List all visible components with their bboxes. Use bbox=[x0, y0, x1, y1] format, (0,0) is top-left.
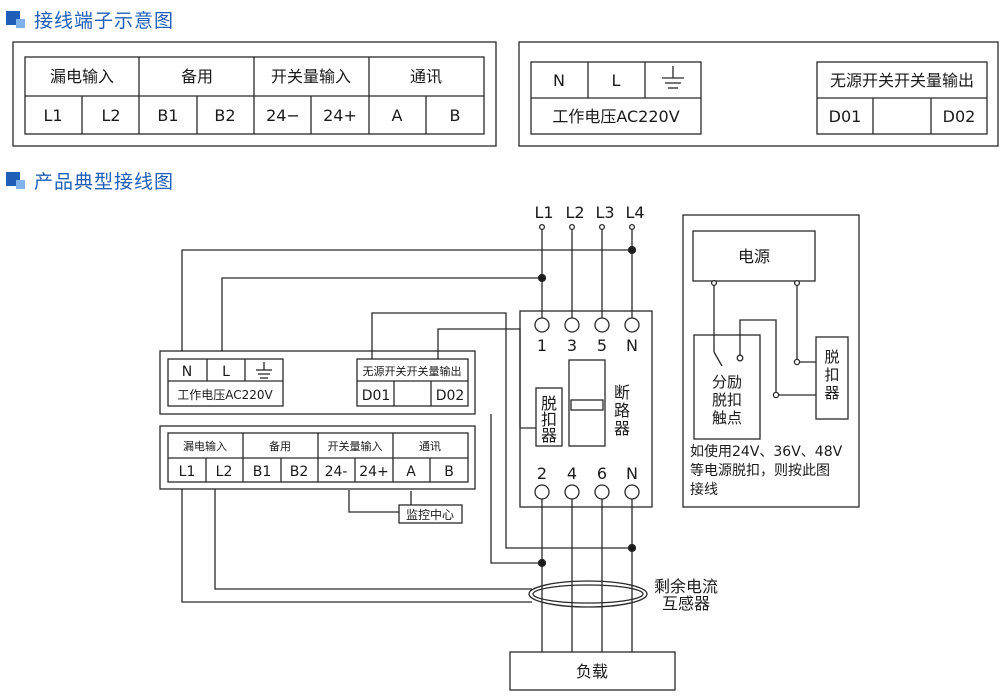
breaker-terminals bbox=[534, 317, 640, 500]
ground-icon bbox=[662, 66, 684, 89]
device-input-cell: L1 bbox=[179, 464, 196, 480]
side-note-line: 如使用24V、36V、48V bbox=[690, 443, 843, 460]
section-title: 产品典型接线图 bbox=[34, 170, 175, 193]
load-box bbox=[509, 651, 676, 691]
breaker-terminal-label: 2 bbox=[537, 464, 547, 483]
power-cell: L bbox=[612, 71, 621, 90]
line-label: L1 bbox=[534, 203, 553, 222]
terminal-frame bbox=[12, 41, 497, 147]
device-output-cell: D02 bbox=[436, 388, 465, 404]
line-terminal-dots bbox=[538, 223, 636, 231]
device-output-cell: D01 bbox=[362, 388, 391, 404]
output-table bbox=[816, 61, 988, 135]
section-header-wiring: 产品典型接线图 bbox=[6, 167, 174, 193]
device-power-cell: N bbox=[182, 364, 192, 380]
side-power-label: 电源 bbox=[738, 247, 770, 266]
terminal-table bbox=[24, 56, 485, 135]
breaker-terminal-label: 5 bbox=[597, 336, 607, 355]
terminal-cell: L1 bbox=[43, 106, 62, 125]
device-power-cell: L bbox=[222, 364, 230, 380]
load-label: 负载 bbox=[576, 662, 608, 681]
section-title: 接线端子示意图 bbox=[34, 9, 175, 32]
device-input-cell: B1 bbox=[253, 464, 272, 480]
side-contact-label: 分励 bbox=[712, 373, 742, 391]
device-input-cell: B bbox=[444, 464, 454, 480]
device-input-cell: B2 bbox=[290, 464, 309, 480]
monitor-center bbox=[348, 490, 463, 524]
trip-unit-label: 脱 bbox=[541, 394, 557, 413]
breaker-name: 路 bbox=[614, 401, 630, 420]
section-bullet-icon bbox=[6, 170, 28, 190]
device-input-header: 开关量输入 bbox=[328, 439, 383, 453]
output-header: 无源开关开关量输出 bbox=[830, 71, 974, 90]
terminal-cell: 24+ bbox=[323, 106, 357, 125]
output-cell: D02 bbox=[943, 107, 976, 126]
side-contact-label: 触点 bbox=[712, 409, 742, 427]
monitor-center-label: 监控中心 bbox=[406, 507, 454, 522]
side-note-line: 等电源脱扣，则按此图 bbox=[690, 462, 830, 479]
power-caption: 工作电压AC220V bbox=[552, 107, 679, 126]
incoming-lines bbox=[541, 228, 633, 318]
header-leakage-input: 漏电输入 bbox=[50, 67, 114, 86]
device-input-header: 漏电输入 bbox=[183, 439, 227, 453]
terminal-cell: B bbox=[450, 106, 461, 125]
section-bullet-icon bbox=[6, 9, 28, 29]
device-input-header: 通讯 bbox=[419, 440, 441, 453]
residual-current-sensor bbox=[181, 489, 648, 608]
trip-unit-label: 扣 bbox=[541, 410, 557, 429]
terminal-cell: A bbox=[392, 106, 403, 125]
section-header-terminals: 接线端子示意图 bbox=[6, 6, 174, 32]
device-feed-wires bbox=[181, 249, 632, 564]
power-cell: N bbox=[553, 71, 565, 90]
sensor-label: 剩余电流 bbox=[654, 577, 718, 596]
line-label: L4 bbox=[625, 203, 644, 222]
device-input-block bbox=[159, 425, 476, 490]
breaker-terminal-label: N bbox=[626, 336, 638, 355]
device-input-cell: 24- bbox=[325, 464, 348, 480]
line-label: L2 bbox=[565, 203, 584, 222]
device-input-header: 备用 bbox=[269, 439, 291, 453]
ground-icon bbox=[256, 362, 272, 379]
trip-unit-label: 器 bbox=[541, 426, 557, 445]
terminal-cell: L2 bbox=[101, 106, 120, 125]
device-power-block bbox=[159, 350, 476, 415]
header-spare: 备用 bbox=[181, 67, 213, 86]
breaker-name: 断 bbox=[614, 383, 630, 402]
line-label: L3 bbox=[595, 203, 614, 222]
side-trip-label: 扣 bbox=[824, 366, 839, 384]
header-communication: 通讯 bbox=[410, 67, 442, 86]
breaker-terminal-label: 3 bbox=[567, 336, 577, 355]
device-power-caption: 工作电压AC220V bbox=[177, 388, 273, 402]
side-trip-label: 器 bbox=[824, 384, 839, 402]
power-frame bbox=[518, 41, 999, 147]
side-contact-label: 脱扣 bbox=[712, 391, 742, 409]
device-input-cell: 24+ bbox=[359, 464, 389, 480]
breaker-name: 器 bbox=[614, 419, 630, 438]
side-terminal-dots bbox=[710, 279, 801, 399]
output-cell: D01 bbox=[829, 107, 862, 126]
device-input-cell: L2 bbox=[216, 464, 233, 480]
breaker-terminal-label: 1 bbox=[537, 336, 547, 355]
header-switch-input: 开关量输入 bbox=[271, 67, 351, 86]
side-note-line: 接线 bbox=[690, 481, 718, 498]
side-trip-label: 脱 bbox=[824, 348, 839, 366]
breaker-terminal-label: 4 bbox=[567, 464, 577, 483]
sensor-label: 互感器 bbox=[662, 594, 710, 613]
device-output-header: 无源开关开关量输出 bbox=[363, 364, 462, 378]
terminal-cell: 24− bbox=[266, 106, 300, 125]
terminal-cell: B1 bbox=[157, 106, 178, 125]
breaker-terminal-label: N bbox=[626, 464, 638, 483]
breaker-terminal-label: 6 bbox=[597, 464, 607, 483]
outgoing-lines bbox=[541, 499, 633, 652]
junction-dots bbox=[537, 245, 637, 568]
terminal-cell: B2 bbox=[214, 106, 235, 125]
power-table bbox=[530, 61, 702, 135]
side-diagram bbox=[682, 214, 860, 508]
device-input-cell: A bbox=[406, 464, 416, 480]
